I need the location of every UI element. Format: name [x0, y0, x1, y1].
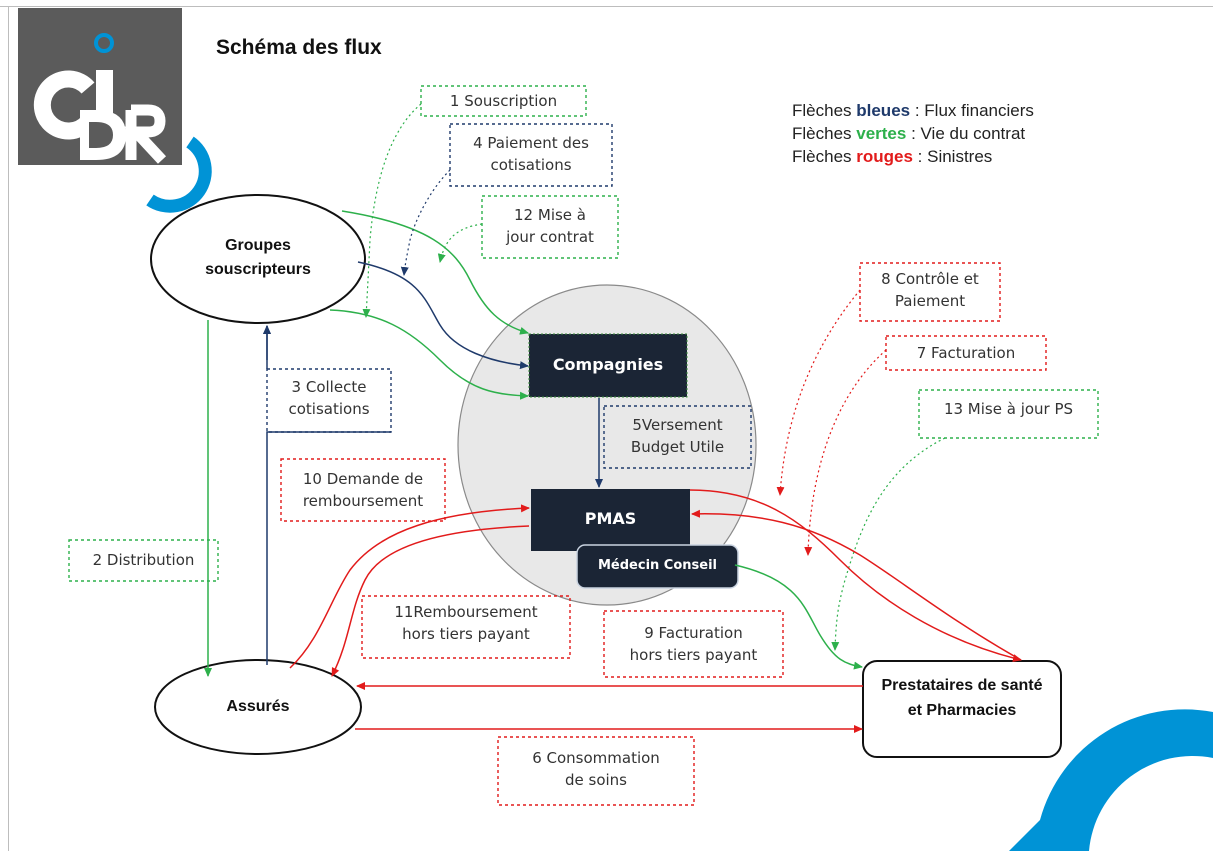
l8-box	[859, 262, 1001, 322]
pmas-label: PMAS	[584, 509, 637, 528]
red-dotted-arrows	[776, 289, 887, 556]
dotted-souscription	[362, 103, 422, 318]
arrow-paiement-cotisations	[357, 261, 529, 370]
compagnies-node	[528, 333, 688, 398]
dotted-facturation	[804, 349, 887, 556]
l7-box	[885, 335, 1047, 371]
l2-box	[68, 539, 219, 582]
l12-box	[481, 195, 619, 259]
groupes-label: Groupes souscripteurs	[205, 237, 311, 278]
dotted-paiement	[400, 169, 451, 276]
dotted-controle	[776, 289, 861, 496]
medecin-label: Médecin Conseil	[597, 558, 717, 573]
cidr-logo	[18, 8, 212, 213]
page-title: Schéma des flux	[216, 36, 382, 59]
pmas-node	[531, 489, 690, 551]
decorative-arc	[1009, 709, 1213, 851]
arrow-souscription	[341, 210, 529, 335]
legend-blue: Flèches bleues : Flux financiers	[792, 101, 1034, 120]
dotted-mise-a-jour-ps	[831, 437, 946, 651]
label-box-outlines	[68, 85, 1099, 806]
l4-box	[449, 123, 613, 187]
label-1: 1 Souscription	[449, 92, 558, 110]
arrow-facturation	[691, 509, 1022, 661]
dotted-mise-a-jour	[437, 223, 483, 263]
medecin-node	[576, 544, 739, 589]
compagnies-label: Compagnies	[552, 355, 664, 374]
legend: Flèches bleues : Flux financiers Flèches…	[792, 99, 1042, 168]
legend-red: Flèches rouges : Sinistres	[792, 147, 993, 166]
assures-label: Assurés	[226, 698, 290, 715]
arrow-demande-remboursement	[289, 504, 530, 669]
prestataires-node	[862, 660, 1062, 758]
red-arrows	[289, 489, 1022, 733]
l6-box	[497, 736, 695, 806]
l9-box	[603, 610, 784, 678]
arrow-controle-paiement	[689, 489, 1022, 662]
l1-box	[420, 85, 587, 117]
label-13: 13 Mise à jour PS	[943, 400, 1074, 418]
frame-left-line	[8, 6, 9, 851]
label-7: 7 Facturation	[916, 344, 1016, 362]
l5-box	[603, 405, 752, 469]
green-dotted-arrows	[362, 103, 946, 651]
blue-arrows	[267, 261, 603, 665]
arrow-facturation-htp	[734, 564, 863, 670]
assures-node	[154, 659, 362, 755]
frame-top-line	[0, 6, 1213, 7]
arrow-remboursement	[331, 525, 530, 677]
label-2: 2 Distribution	[92, 551, 195, 569]
l10-box	[280, 458, 446, 522]
prestataires-label: Prestataires de santé et Pharmacies	[881, 677, 1043, 719]
legend-green: Flèches vertes : Vie du contrat	[792, 124, 1026, 143]
l11-box	[361, 595, 571, 659]
